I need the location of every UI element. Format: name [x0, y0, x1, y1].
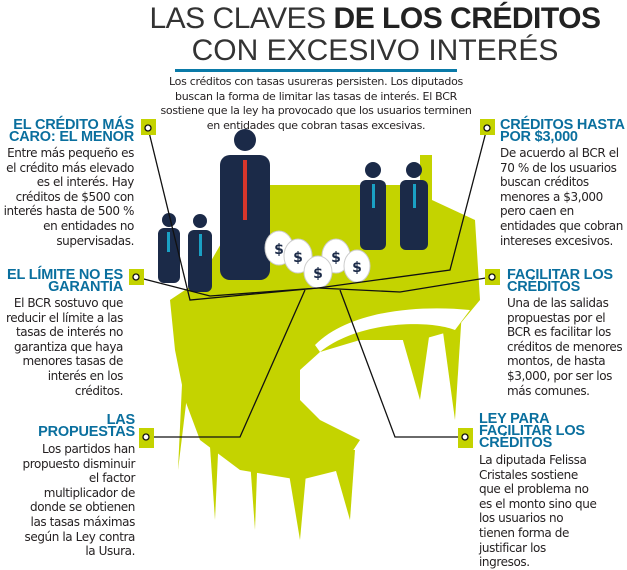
marker-square: [458, 428, 473, 448]
dollar-sign: $: [331, 250, 341, 266]
title-divider: [175, 69, 457, 72]
money-bags: [264, 230, 371, 289]
title-line-2: CON EXCESIVO INTERÉS: [191, 34, 559, 67]
dollar-sign: $: [274, 242, 284, 258]
block-credito-caro: EL CRÉDITO MÁS CARO: EL MENOR Entre más …: [3, 117, 135, 248]
title-line-1: LAS CLAVES DE LOS CRÉDITOS: [149, 2, 601, 35]
marker-square: [139, 428, 154, 448]
block-limite: EL LÍMITE NO ES GARANTÍA El BCR sostuvo …: [6, 267, 123, 398]
dollar-sign: $: [293, 250, 303, 266]
dollar-sign: $: [313, 266, 323, 282]
dollar-sign: $: [352, 260, 362, 276]
illustration: $ $ $ $ $: [132, 124, 496, 540]
marker-square: [129, 269, 144, 285]
block-ley: LEY PARA FACILITAR LOS CRÉDITOS La diput…: [479, 411, 597, 570]
intro-text: Los créditos con tasas usureras persiste…: [160, 75, 472, 132]
marker-square: [141, 119, 156, 135]
marker-square: [480, 119, 495, 135]
block-facilitar: FACILITAR LOS CRÉDITOS Una de las salida…: [507, 267, 623, 398]
men-in-suits: [158, 129, 428, 292]
marker-square: [485, 269, 500, 285]
block-propuestas: LAS PROPUESTAS Los partidos han propuest…: [22, 412, 136, 559]
block-creditos-3000: CRÉDITOS HASTA POR $3,000 De acuerdo al …: [500, 117, 625, 248]
connector-lines: [135, 127, 493, 438]
